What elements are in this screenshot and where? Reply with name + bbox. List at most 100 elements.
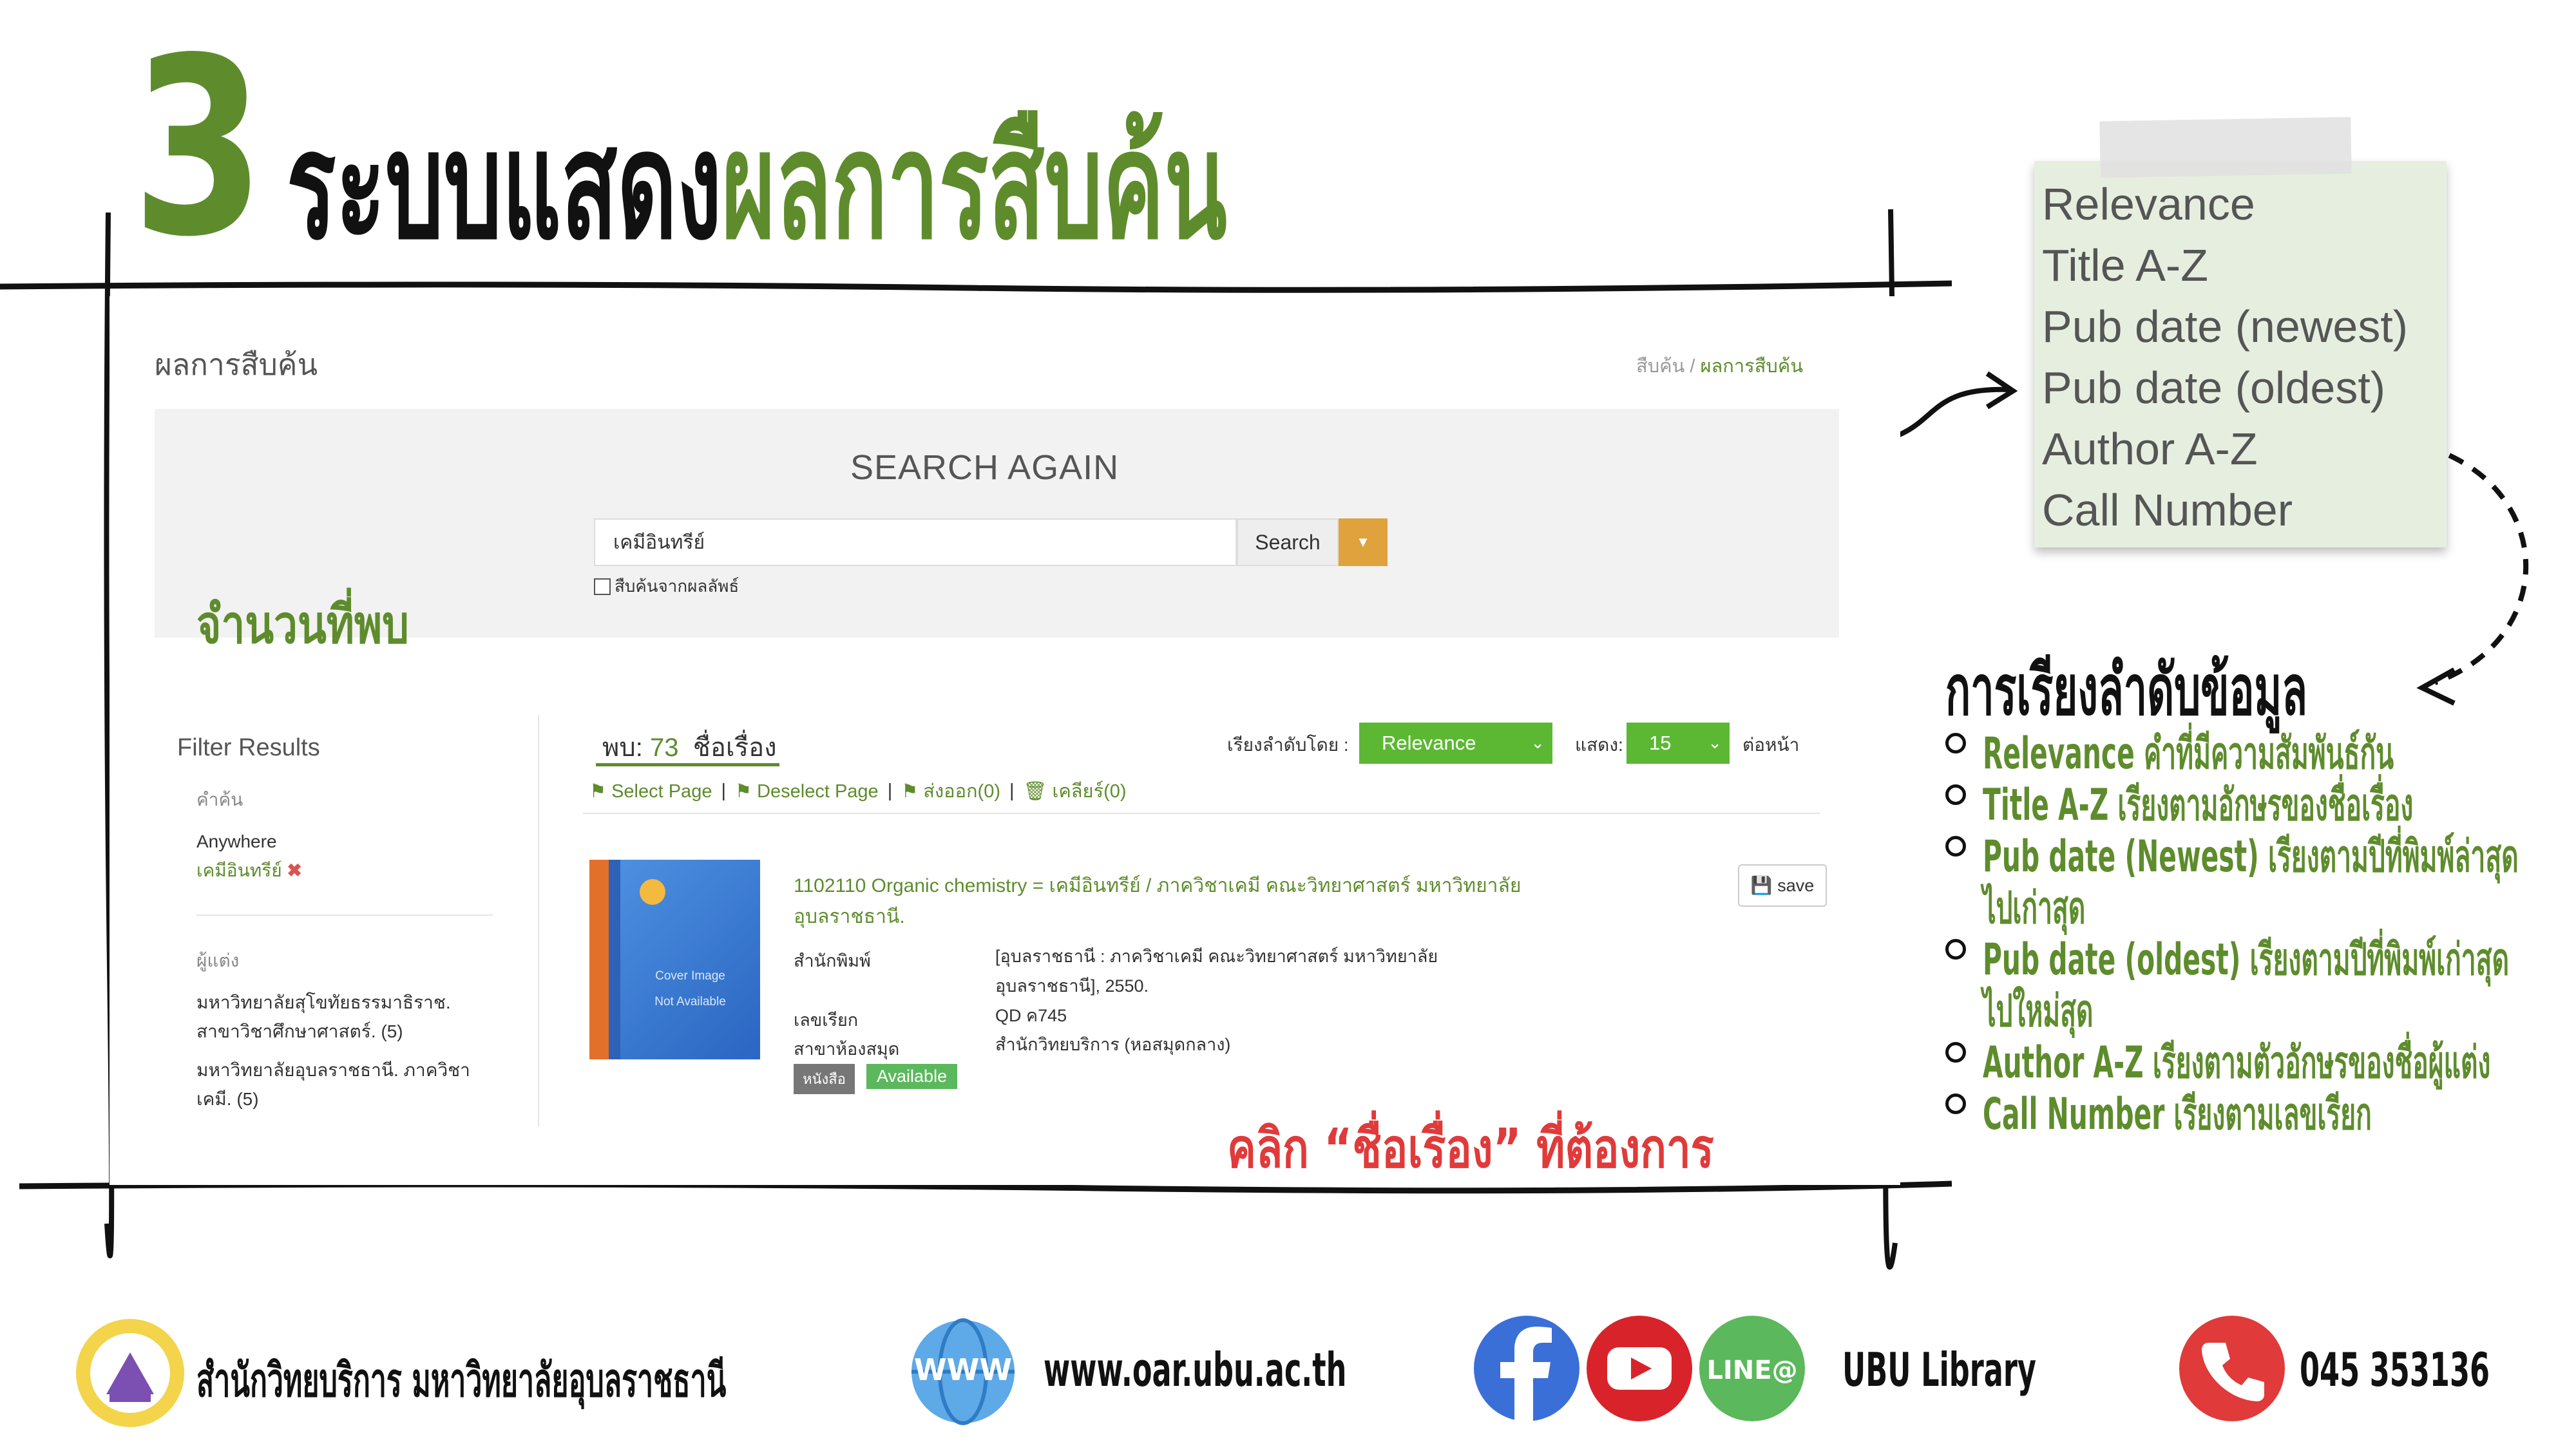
trash-icon: 🗑 — [1023, 781, 1047, 802]
per-page-label: แสดง: — [1575, 735, 1623, 755]
result-count: พบ: 73 ชื่อเรื่อง — [602, 726, 777, 768]
breadcrumb-search[interactable]: สืบค้น — [1636, 356, 1685, 377]
call-number-value: QD ค745 — [995, 1006, 1067, 1025]
footer-social-name: UBU Library — [1842, 1343, 2037, 1397]
results-divider — [583, 813, 1820, 814]
filter-divider — [196, 914, 493, 916]
book-cover[interactable]: Cover Image Not Available — [589, 860, 760, 1059]
result-count-number: 73 — [650, 734, 679, 762]
export-link[interactable]: ⚑ ส่งออก(0) — [901, 776, 1000, 806]
sort-option-author[interactable]: Author A-Z — [2042, 424, 2258, 474]
globe-icon — [911, 1318, 1015, 1425]
per-page-select[interactable]: 15 ⌄ — [1627, 723, 1730, 764]
publisher-value: [อุบลราชธานี : ภาควิชาเคมี คณะวิทยาศาสตร… — [995, 947, 1438, 996]
deselect-page-label: Deselect Page — [757, 781, 879, 802]
title-part-1: ระบบแสดง — [287, 100, 722, 272]
sort-by-select[interactable]: Relevance ⌄ — [1359, 723, 1552, 764]
deselect-page-link[interactable]: ⚑ Deselect Page — [735, 780, 879, 802]
footer-organization: สำนักวิทยบริการ มหาวิทยาลัยอุบลราชธานี — [196, 1353, 727, 1407]
remove-filter-icon[interactable]: ✖ — [287, 860, 302, 880]
filter-keyword-field: Anywhere — [196, 831, 277, 851]
branch-value: สำนักวิทยบริการ (หอสมุดกลาง) — [995, 1035, 1231, 1054]
sort-explanation-line: ไปใหม่สุด — [1983, 986, 2094, 1037]
chevron-down-icon: ⌄ — [1708, 733, 1722, 752]
bookmark-icon: ⚑ — [735, 781, 752, 802]
results-page-heading: ผลการสืบค้น — [155, 348, 318, 381]
annotation-result-count: จำนวนที่พบ — [196, 594, 409, 656]
footer-phone: 045 353136 — [2300, 1343, 2490, 1397]
filter-author-item[interactable]: มหาวิทยาลัยอุบลราชธานี. ภาควิชาเคมี. (5) — [196, 1060, 470, 1109]
facebook-icon[interactable] — [1472, 1314, 1581, 1423]
sort-explanation-line: Pub date (oldest) เรียงตามปีที่พิมพ์เก่า… — [1983, 934, 2510, 985]
search-within-results[interactable]: สืบค้นจากผลลัพธ์ — [594, 573, 739, 600]
line-icon-text: LINE@ — [1706, 1356, 1798, 1385]
sidebar-divider — [538, 715, 539, 1127]
cover-logo-icon — [640, 879, 665, 905]
bullet-icon — [1945, 939, 1966, 960]
select-page-label: Select Page — [611, 781, 712, 802]
sort-explanation-line: Author A-Z เรียงตามตัวอักษรของชื่อผู้แต่… — [1983, 1037, 2491, 1088]
save-button[interactable]: 💾 save — [1738, 864, 1827, 907]
step-number: 3 — [132, 5, 265, 290]
sort-explanation-line: Call Number เรียงตามเลขเรียก — [1983, 1089, 2372, 1140]
filter-author-item[interactable]: มหาวิทยาลัยสุโขทัยธรรมาธิราช. สาขาวิชาศึ… — [196, 992, 451, 1041]
caret-down-icon: ▼ — [1356, 534, 1370, 550]
filter-keyword-value[interactable]: เคมีอินทรีย์ — [196, 860, 282, 880]
search-options-dropdown[interactable]: ▼ — [1339, 518, 1388, 566]
sort-options-popup — [2034, 161, 2447, 547]
sort-explanation-line: ไปเก่าสุด — [1983, 883, 2086, 934]
export-icon: ⚑ — [901, 781, 919, 802]
bullet-icon — [1945, 836, 1966, 857]
result-title-link[interactable]: 1102110 Organic chemistry = เคมีอินทรีย์… — [794, 875, 1522, 927]
sort-explanation-line: Relevance คำที่มีความสัมพันธ์กัน — [1983, 728, 2394, 779]
search-button[interactable]: Search — [1237, 518, 1339, 566]
search-input[interactable] — [594, 518, 1237, 566]
bullet-icon — [1945, 784, 1966, 805]
clear-link[interactable]: 🗑 เคลียร์(0) — [1024, 776, 1127, 806]
sort-option-call-number[interactable]: Call Number — [2042, 485, 2293, 535]
filter-keyword-chip[interactable]: เคมีอินทรีย์ ✖ — [196, 857, 302, 886]
cover-spine — [609, 860, 620, 1059]
sort-by-value: Relevance — [1382, 732, 1476, 754]
cover-spine — [589, 860, 609, 1059]
footer-website[interactable]: www.oar.ubu.ac.th — [1044, 1343, 1347, 1397]
sort-options-list: Relevance Title A-Z Pub date (newest) Pu… — [2042, 174, 2408, 541]
sort-option-pub-oldest[interactable]: Pub date (oldest) — [2042, 363, 2386, 413]
sort-by-label: เรียงลำดับโดย : — [1227, 735, 1349, 755]
select-page-link[interactable]: ⚑ Select Page — [589, 780, 712, 802]
annotation-click-title: คลิก “ชื่อเรื่อง” ที่ต้องการ — [1227, 1117, 1714, 1180]
action-separator: | — [887, 780, 893, 801]
search-within-checkbox[interactable] — [594, 578, 611, 595]
publisher-label: สำนักพิมพ์ — [794, 951, 871, 971]
breadcrumb-results: ผลการสืบค้น — [1700, 356, 1804, 377]
bullet-icon — [1945, 1042, 1966, 1063]
line-icon[interactable] — [1697, 1314, 1807, 1423]
sort-option-title[interactable]: Title A-Z — [2042, 240, 2208, 290]
title-part-2: ผลการสืบค้น — [721, 100, 1227, 272]
youtube-icon[interactable] — [1585, 1314, 1694, 1423]
sort-option-relevance[interactable]: Relevance — [2042, 179, 2255, 229]
breadcrumb: สืบค้น / ผลการสืบค้น — [1636, 351, 1803, 381]
cover-text-2: Not Available — [654, 995, 726, 1009]
action-separator: | — [1009, 780, 1015, 801]
sort-explanation-heading: การเรียงลำดับข้อมูล — [1945, 650, 2307, 731]
branch-label: สาขาห้องสมุด — [794, 1039, 900, 1059]
export-label: ส่งออก(0) — [923, 781, 1000, 802]
availability-badge: Available — [866, 1064, 958, 1089]
per-page-value: 15 — [1649, 732, 1672, 754]
floppy-disk-icon: 💾 — [1750, 876, 1773, 895]
bookmark-icon: ⚑ — [589, 781, 606, 802]
call-number-label: เลขเรียก — [794, 1010, 859, 1030]
filter-results-title: Filter Results — [177, 734, 320, 761]
decorative-tape — [2099, 117, 2352, 178]
sort-option-pub-newest[interactable]: Pub date (newest) — [2042, 301, 2409, 352]
bullet-icon — [1945, 1094, 1966, 1114]
item-type-badge: หนังสือ — [794, 1064, 855, 1094]
result-count-suffix: ชื่อเรื่อง — [692, 734, 777, 762]
sort-explanation-line: Pub date (Newest) เรียงตามปีที่พิมพ์ล่าส… — [1983, 831, 2519, 882]
cover-text-1: Cover Image — [655, 969, 725, 983]
chevron-down-icon: ⌄ — [1531, 733, 1545, 752]
result-count-prefix: พบ: — [602, 734, 643, 762]
sort-explanation-line: Title A-Z เรียงตามอักษรของชื่อเรื่อง — [1983, 780, 2414, 831]
action-separator: | — [721, 780, 726, 801]
